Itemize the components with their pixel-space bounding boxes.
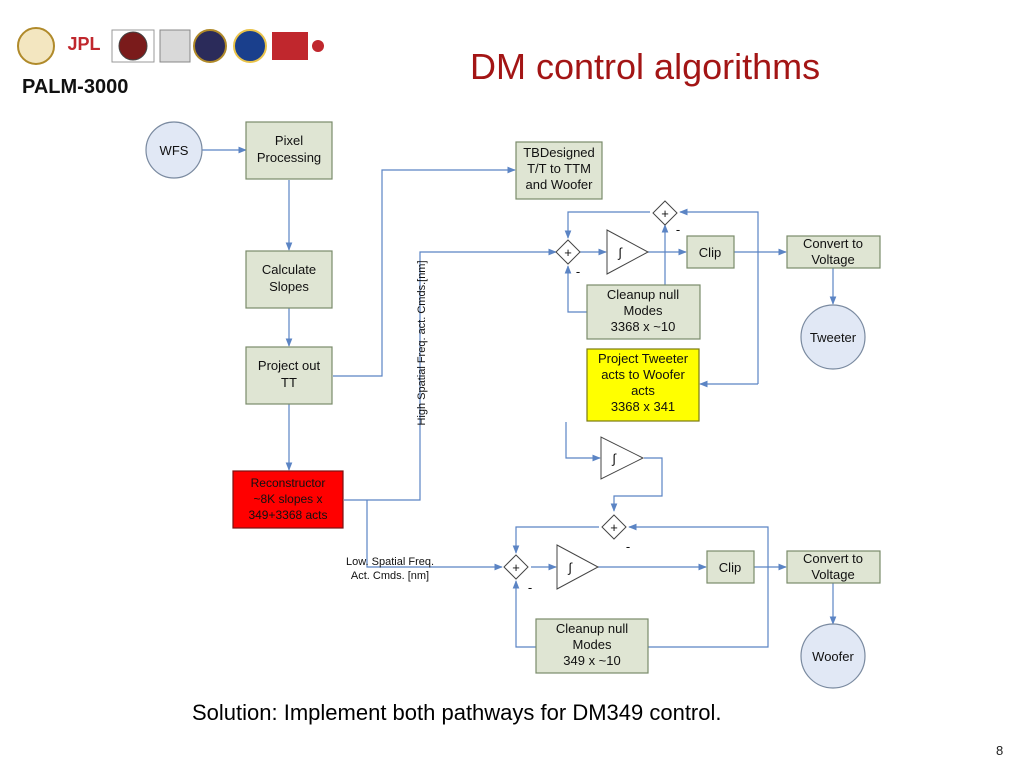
top-sum-plus: + — [564, 245, 572, 260]
page-number: 8 — [996, 743, 1004, 758]
top-cleanup-box: Cleanup null Modes 3368 x ~10 — [586, 284, 701, 340]
project-tweeter-box: Project Tweeter acts to Woofer acts 3368… — [586, 348, 700, 422]
woofer-label: Woofer — [812, 649, 854, 664]
project-tweeter-label-1: Project Tweeter — [598, 351, 689, 366]
bottom-clip-box: Clip — [706, 550, 755, 584]
top-convert-box: Convert to Voltage — [786, 235, 881, 269]
calculate-slopes-box: Calculate Slopes — [245, 250, 333, 309]
top-convert-label-1: Convert to — [803, 236, 863, 251]
top-upper-junction: + - — [652, 200, 680, 237]
slopes-label-1: Calculate — [262, 262, 316, 277]
museum-emblem-icon — [312, 40, 324, 52]
bottom-upper-minus: - — [626, 539, 630, 554]
bottom-cleanup-label-1: Cleanup null — [556, 621, 628, 636]
crest-icon — [118, 31, 148, 61]
reconstructor-label-1: Reconstructor — [251, 476, 326, 490]
top-upper-plus: + — [661, 206, 669, 221]
pixel-label-1: Pixel — [275, 133, 303, 148]
top-integrator-symbol: ∫ — [617, 245, 623, 260]
high-freq-label: High Spatial Freq. act. Cmds.[nm] — [416, 260, 428, 425]
bottom-upper-plus: + — [610, 520, 618, 535]
project-tt-label-1: Project out — [258, 358, 321, 373]
bottom-convert-label-1: Convert to — [803, 551, 863, 566]
slopes-label-2: Slopes — [269, 279, 309, 294]
top-upper-minus: - — [676, 222, 680, 237]
pixel-processing-box: Pixel Processing — [245, 121, 333, 180]
woofer-node: Woofer — [800, 623, 866, 689]
top-sum-junction: + - — [555, 239, 581, 279]
project-tweeter-label-3: acts — [631, 383, 655, 398]
bottom-integrator: ∫ — [556, 544, 600, 590]
bottom-integrator-symbol: ∫ — [567, 560, 573, 575]
slide-title: DM control algorithms — [470, 46, 821, 87]
top-cleanup-label-2: Modes — [623, 303, 663, 318]
low-freq-label-1: Low. Spatial Freq. — [346, 556, 434, 568]
bottom-cleanup-label-3: 349 x ~10 — [563, 653, 620, 668]
project-tt-label-2: TT — [281, 375, 297, 390]
jpl-logo: JPL — [67, 34, 100, 54]
bottom-convert-box: Convert to Voltage — [786, 550, 881, 584]
wfs-node: WFS — [145, 121, 203, 179]
bottom-sum-junction: + - — [503, 554, 532, 595]
wfs-label: WFS — [160, 143, 189, 158]
low-freq-label-2: Act. Cmds. [nm] — [351, 570, 429, 582]
bottom-convert-label-2: Voltage — [811, 567, 854, 582]
project-tweeter-label-4: 3368 x 341 — [611, 399, 675, 414]
tweeter-label: Tweeter — [810, 330, 857, 345]
shield-icon — [159, 29, 191, 63]
top-cleanup-label-3: 3368 x ~10 — [611, 319, 676, 334]
bottom-sum-plus: + — [512, 560, 520, 575]
nsf-logo-icon — [233, 29, 267, 63]
seal-icon — [193, 29, 227, 63]
reconstructor-label-2: ~8K slopes x — [253, 492, 322, 506]
tbdesigned-label-1: TBDesigned — [523, 145, 595, 160]
slide-subtitle: PALM-3000 — [22, 76, 129, 98]
top-integrator: ∫ — [606, 229, 650, 275]
pixel-label-2: Processing — [257, 150, 321, 165]
top-cleanup-label-1: Cleanup null — [607, 287, 679, 302]
institution-logos: JPL — [17, 27, 324, 65]
bottom-sum-minus: - — [528, 580, 532, 595]
bottom-clip-label: Clip — [719, 560, 741, 575]
reconstructor-label-3: 349+3368 acts — [248, 508, 327, 522]
top-sum-minus: - — [576, 264, 580, 279]
wires — [202, 146, 837, 648]
middle-integrator-symbol: ∫ — [611, 451, 617, 466]
tbdesigned-box: TBDesigned T/T to TTM and Woofer — [515, 141, 603, 200]
top-clip-box: Clip — [686, 235, 735, 269]
project-out-tt-box: Project out TT — [245, 346, 333, 405]
bottom-cleanup-label-2: Modes — [572, 637, 612, 652]
top-convert-label-2: Voltage — [811, 252, 854, 267]
bottom-upper-junction: + - — [601, 514, 630, 554]
tbdesigned-label-3: and Woofer — [526, 177, 594, 192]
top-clip-label: Clip — [699, 245, 721, 260]
tweeter-node: Tweeter — [800, 304, 866, 370]
tbdesigned-label-2: T/T to TTM — [527, 161, 591, 176]
bottom-cleanup-box: Cleanup null Modes 349 x ~10 — [535, 618, 649, 674]
slide-footer-text: Solution: Implement both pathways for DM… — [192, 700, 722, 725]
museum-logo-icon — [272, 32, 308, 60]
project-tweeter-label-2: acts to Woofer — [601, 367, 685, 382]
caltech-seal-icon — [17, 27, 55, 65]
reconstructor-box: Reconstructor ~8K slopes x 349+3368 acts — [232, 470, 344, 529]
middle-integrator: ∫ — [600, 436, 645, 480]
